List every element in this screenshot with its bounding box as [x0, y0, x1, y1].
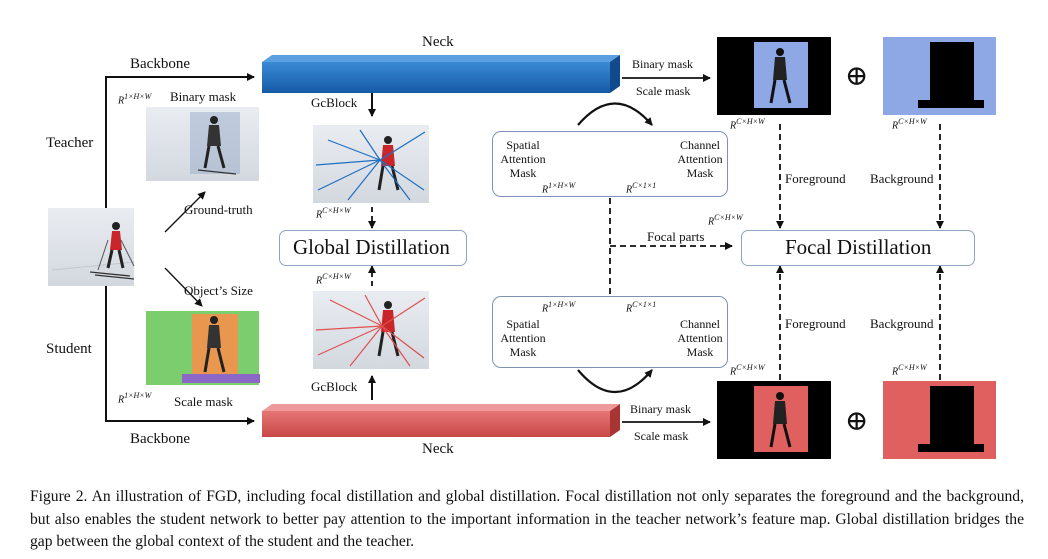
teacher-fg-dim: RC×H×W: [730, 117, 765, 132]
student-scale-mask-image: [146, 311, 260, 385]
focal-parts-label: Focal parts: [647, 229, 705, 244]
input-image: [48, 208, 135, 286]
foreground-top-label: Foreground: [785, 171, 846, 186]
scale-mask-top-label: Scale mask: [636, 84, 691, 98]
teacher-attention-box: [492, 131, 728, 197]
gcblock-bottom-label: GcBlock: [311, 379, 358, 394]
student-fg-dim: RC×H×W: [730, 363, 765, 378]
binary-mask-top-label: Binary mask: [632, 57, 693, 71]
student-path: [105, 286, 255, 425]
student-mask-dim: R1×H×W: [118, 391, 152, 406]
teacher-bg-dim: RC×H×W: [892, 117, 927, 132]
global-distillation-label: Global Distillation: [293, 235, 450, 259]
teacher-spatial-dim: R1×H×W: [542, 181, 576, 196]
oplus-top-icon: ⊕: [845, 61, 869, 92]
foreground-bottom-label: Foreground: [785, 316, 846, 331]
binary-mask-bottom-label: Binary mask: [630, 402, 691, 416]
oplus-bottom-icon: ⊕: [845, 406, 869, 437]
teacher-foreground-image: [717, 37, 831, 115]
ground-truth-label: Ground-truth: [184, 202, 253, 217]
student-foreground-image: [717, 381, 831, 459]
backbone-bottom-label: Backbone: [130, 431, 190, 447]
binary-mask-left-label: Binary mask: [170, 89, 237, 104]
student-gc-dim: RC×H×W: [316, 272, 351, 287]
teacher-label: Teacher: [46, 135, 94, 151]
neck-top-label: Neck: [422, 34, 454, 50]
background-bottom-label: Background: [870, 316, 934, 331]
backbone-top-label: Backbone: [130, 56, 190, 72]
scale-mask-left-label: Scale mask: [174, 394, 233, 409]
teacher-gc-dim: RC×H×W: [316, 206, 351, 221]
focal-dim: RC×H×W: [708, 213, 743, 228]
figure-caption: Figure 2. An illustration of FGD, includ…: [30, 488, 1024, 550]
fgd-figure: Global Distillation Focal Distillation T…: [46, 34, 996, 459]
teacher-background-image: [883, 37, 996, 115]
teacher-gcblock-image: [313, 125, 429, 203]
teacher-channel-dim: RC×1×1: [626, 181, 657, 196]
teacher-mask-dim: R1×H×W: [118, 92, 152, 107]
focal-distillation-box: [741, 230, 975, 266]
global-distillation-box: [279, 230, 467, 266]
student-bg-dim: RC×H×W: [892, 363, 927, 378]
background-top-label: Background: [870, 171, 934, 186]
student-attention-box: [492, 296, 728, 368]
neck-bottom-label: Neck: [422, 441, 454, 457]
student-neck: [262, 404, 620, 437]
gcblock-top-label: GcBlock: [311, 95, 358, 110]
student-spatial-dim: R1×H×W: [542, 300, 576, 315]
scale-mask-bottom-label: Scale mask: [634, 429, 689, 443]
teacher-path: [105, 73, 255, 212]
student-channel-dim: RC×1×1: [626, 300, 657, 315]
student-background-image: [883, 381, 996, 459]
figure-graphics: [48, 37, 996, 459]
focal-distillation-label: Focal Distillation: [785, 235, 932, 259]
objects-size-label: Object’s Size: [184, 283, 253, 298]
teacher-neck: [262, 55, 620, 93]
student-gcblock-image: [313, 291, 429, 369]
student-label: Student: [46, 341, 92, 357]
teacher-binary-mask-image: [146, 107, 259, 181]
gt-arrows: [164, 191, 206, 307]
